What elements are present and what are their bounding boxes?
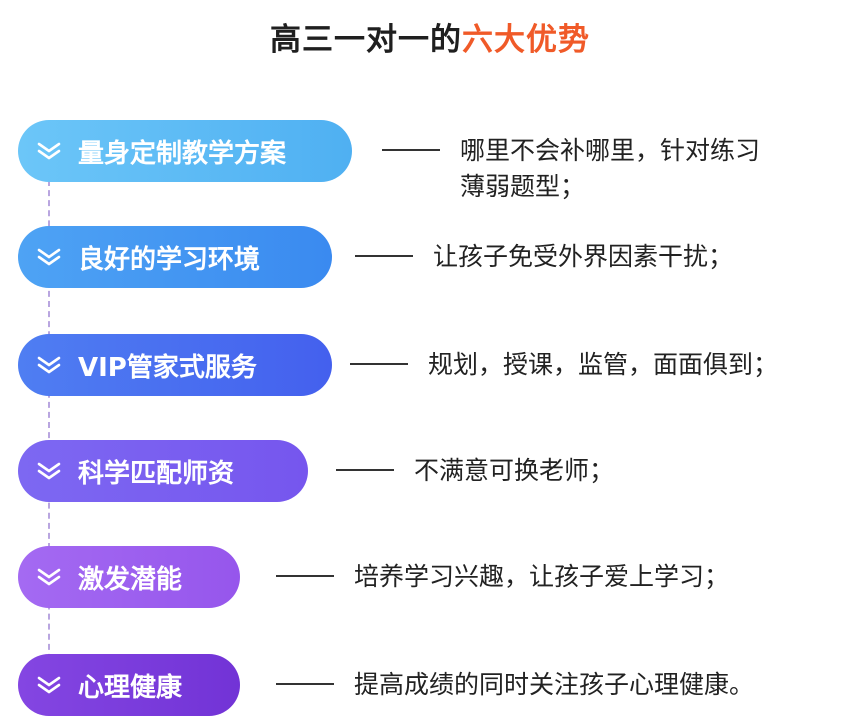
advantage-desc-4: 不满意可换老师； bbox=[336, 453, 614, 489]
double-chevron-down-icon bbox=[36, 566, 62, 588]
advantage-desc-2: 让孩子免受外界因素干扰； bbox=[355, 239, 733, 275]
advantage-label-4: 科学匹配师资 bbox=[78, 458, 235, 489]
desc-dash bbox=[355, 255, 413, 257]
title-prefix: 高三一对一的 bbox=[270, 22, 462, 58]
advantage-desc-1: 哪里不会补哪里，针对练习 薄弱题型； bbox=[382, 133, 760, 205]
advantage-desc-3: 规划，授课，监管，面面俱到； bbox=[350, 347, 778, 383]
desc-dash bbox=[350, 363, 408, 365]
advantage-desc-text-2: 让孩子免受外界因素干扰； bbox=[433, 242, 734, 271]
advantage-desc-text-1b: 薄弱题型； bbox=[460, 172, 586, 201]
timeline-connector bbox=[48, 180, 50, 670]
double-chevron-down-icon bbox=[36, 140, 62, 162]
desc-dash bbox=[336, 469, 394, 471]
advantage-label-2: 良好的学习环境 bbox=[78, 244, 261, 275]
desc-dash bbox=[382, 149, 440, 151]
advantage-pill-3: VIP管家式服务 bbox=[18, 334, 332, 396]
advantage-pill-1: 量身定制教学方案 bbox=[18, 120, 352, 182]
advantage-label-1: 量身定制教学方案 bbox=[78, 138, 287, 169]
desc-dash bbox=[276, 683, 334, 685]
advantage-desc-text-5: 培养学习兴趣，让孩子爱上学习； bbox=[354, 562, 730, 591]
advantage-label-5: 激发潜能 bbox=[78, 564, 183, 595]
advantage-label-6: 心理健康 bbox=[78, 672, 183, 703]
advantage-desc-text-1: 哪里不会补哪里，针对练习 bbox=[460, 136, 761, 165]
double-chevron-down-icon bbox=[36, 460, 62, 482]
title-highlight: 六大优势 bbox=[462, 22, 590, 58]
double-chevron-down-icon bbox=[36, 246, 62, 268]
double-chevron-down-icon bbox=[36, 674, 62, 696]
advantage-desc-5: 培养学习兴趣，让孩子爱上学习； bbox=[276, 559, 729, 595]
advantage-label-3: VIP管家式服务 bbox=[78, 352, 257, 383]
advantage-pill-2: 良好的学习环境 bbox=[18, 226, 332, 288]
advantage-pill-4: 科学匹配师资 bbox=[18, 440, 308, 502]
double-chevron-down-icon bbox=[36, 354, 62, 376]
advantage-desc-text-4: 不满意可换老师； bbox=[414, 456, 615, 485]
advantage-pill-5: 激发潜能 bbox=[18, 546, 240, 608]
page-title: 高三一对一的六大优势 bbox=[0, 14, 860, 59]
advantage-desc-text-3: 规划，授课，监管，面面俱到； bbox=[428, 350, 779, 379]
advantage-desc-6: 提高成绩的同时关注孩子心理健康。 bbox=[276, 667, 754, 703]
desc-dash bbox=[276, 575, 334, 577]
advantage-pill-6: 心理健康 bbox=[18, 654, 240, 716]
advantage-desc-text-6: 提高成绩的同时关注孩子心理健康。 bbox=[354, 670, 755, 699]
